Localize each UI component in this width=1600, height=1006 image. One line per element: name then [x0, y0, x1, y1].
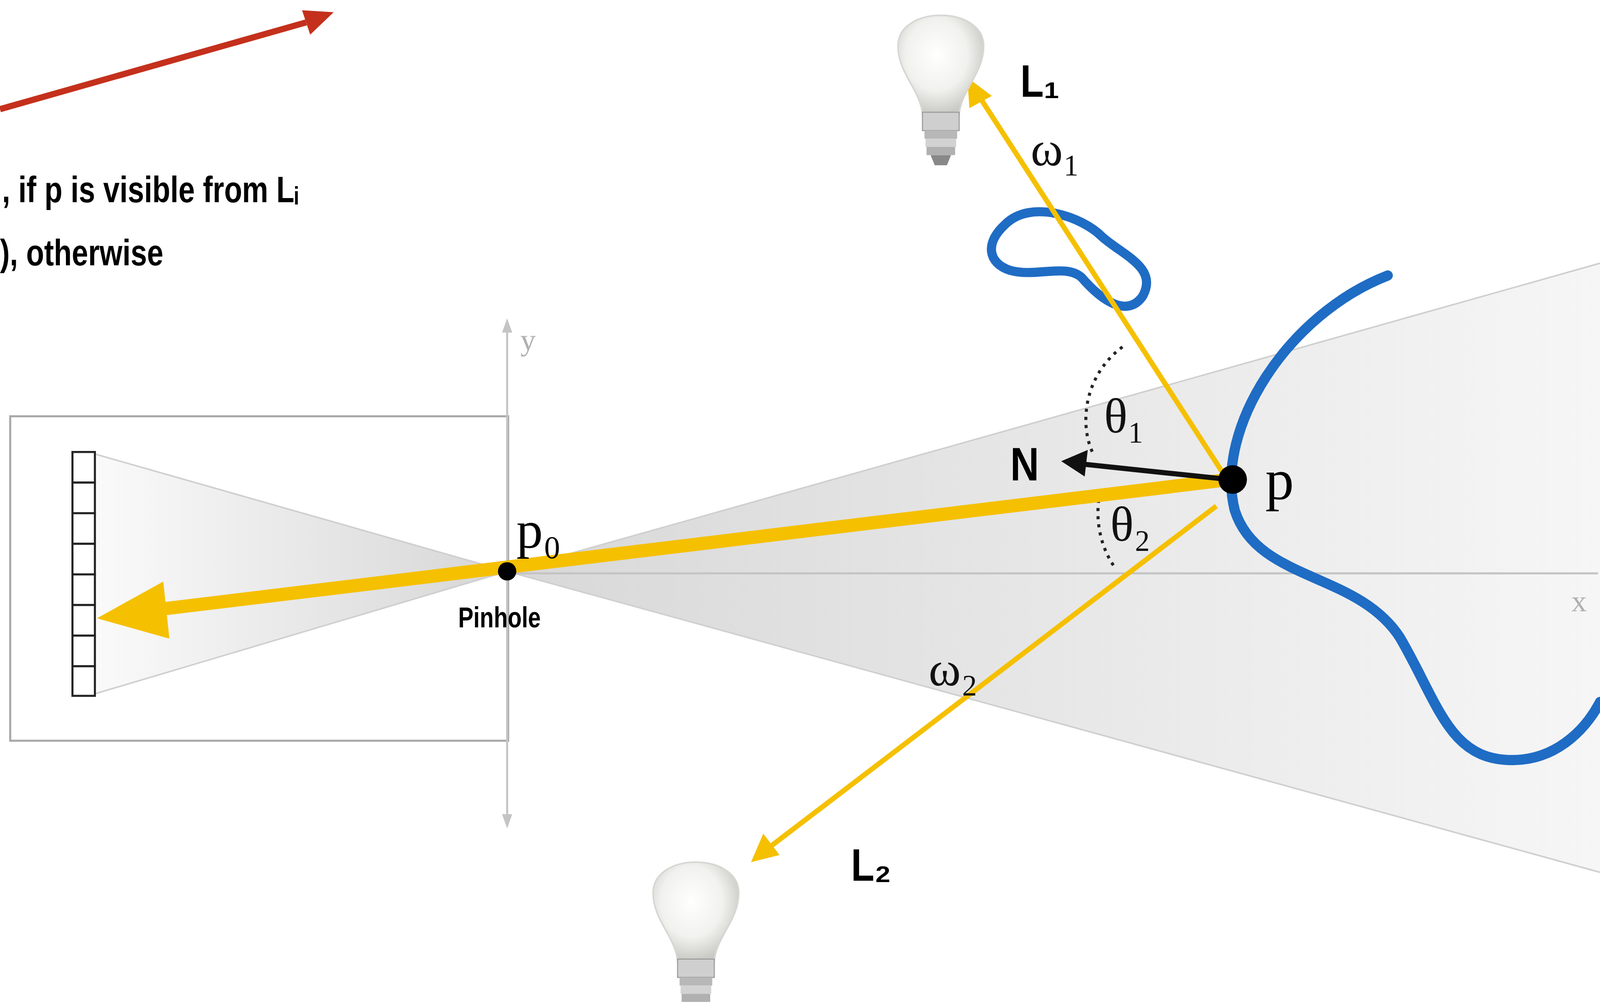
pinhole-point-label: p₀	[516, 504, 562, 558]
pinhole-dot	[498, 562, 517, 581]
frustum-edge	[507, 263, 1600, 572]
red-arrowhead	[301, 10, 334, 35]
axis-label: x	[1571, 585, 1587, 617]
frustum-edge	[507, 571, 1600, 873]
pinhole-label: Pinhole	[458, 604, 541, 633]
light-ray	[767, 506, 1217, 850]
red-arrow	[0, 22, 306, 110]
surface	[1231, 275, 1600, 761]
normal-arrowhead	[1061, 450, 1089, 477]
light-bulb	[898, 15, 984, 166]
occluder	[991, 211, 1147, 307]
note-text: , if p is visible from Lᵢ	[1, 171, 299, 209]
point-label: p	[1265, 451, 1295, 509]
ray-arrowhead	[751, 834, 780, 863]
view-frustum	[507, 263, 1600, 873]
angle-label: θ₁	[1104, 392, 1145, 442]
normal-vector	[1083, 464, 1230, 480]
light-label: L₁	[1020, 58, 1060, 104]
axes	[507, 324, 1599, 823]
point-dot	[1218, 465, 1248, 495]
camera-ray-head	[96, 582, 170, 640]
axis-label: y	[520, 324, 536, 355]
direction-label: ω₁	[1030, 124, 1080, 174]
sensor	[72, 452, 95, 696]
cone-edge	[94, 454, 508, 572]
light-ray	[977, 94, 1225, 476]
axis-arrowhead	[501, 814, 512, 830]
axis-arrowhead	[501, 318, 512, 333]
direction-label: ω₂	[928, 645, 978, 695]
light-label: L₂	[851, 843, 892, 889]
angle-label: θ₂	[1110, 500, 1151, 549]
note-text: ), otherwise	[0, 234, 164, 272]
light-bulb	[652, 862, 739, 1003]
normal-label: N	[1010, 441, 1040, 489]
camera-ray	[152, 479, 1230, 611]
